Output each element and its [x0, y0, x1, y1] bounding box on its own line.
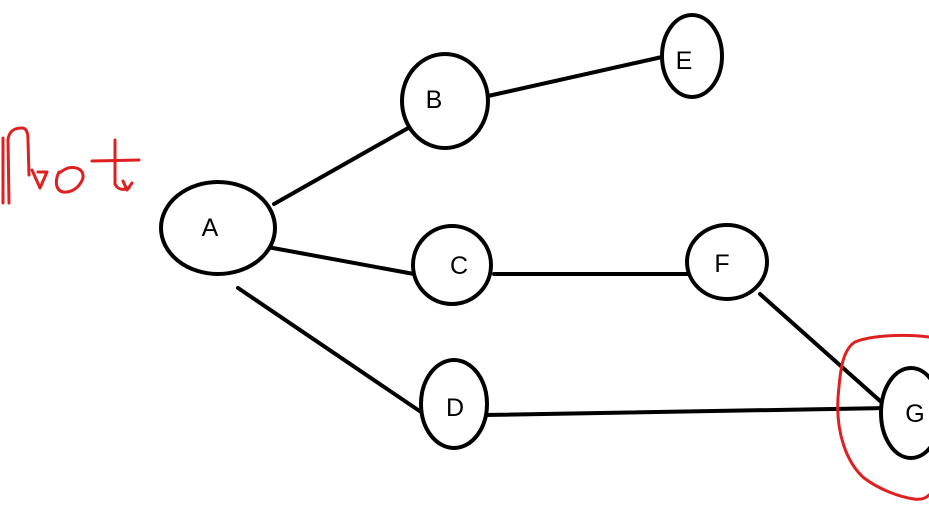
node-b-label: B [426, 86, 443, 114]
edge-a-c [260, 244, 416, 276]
node-d-label: D [446, 394, 464, 422]
node-f-label: F [714, 250, 729, 278]
node-a-label: A [202, 214, 219, 242]
node-d-shape [419, 358, 489, 450]
node-e-label: E [676, 47, 693, 75]
circle-annotation-around-g [836, 333, 929, 501]
edge-f-g [758, 292, 890, 410]
node-g-label: G [905, 400, 924, 428]
node-c-label: C [450, 252, 468, 280]
node-b: B [400, 52, 490, 150]
node-f: F [685, 223, 769, 301]
node-c: C [411, 224, 493, 306]
node-c-shape [411, 224, 493, 306]
handwritten-root-annotation [1, 126, 141, 205]
node-d: D [419, 358, 489, 450]
edge-a-d [236, 286, 426, 416]
node-a: A [159, 180, 277, 276]
node-b-shape [400, 52, 490, 150]
node-e-shape [660, 13, 724, 99]
edges [236, 55, 890, 417]
node-a-shape [159, 180, 277, 276]
node-g-shape [879, 366, 929, 460]
node-f-shape [685, 223, 769, 301]
edge-a-b [272, 125, 412, 206]
node-e: E [660, 13, 724, 99]
edge-d-g [483, 406, 890, 417]
node-g: G [879, 366, 929, 460]
edge-b-e [486, 55, 664, 98]
